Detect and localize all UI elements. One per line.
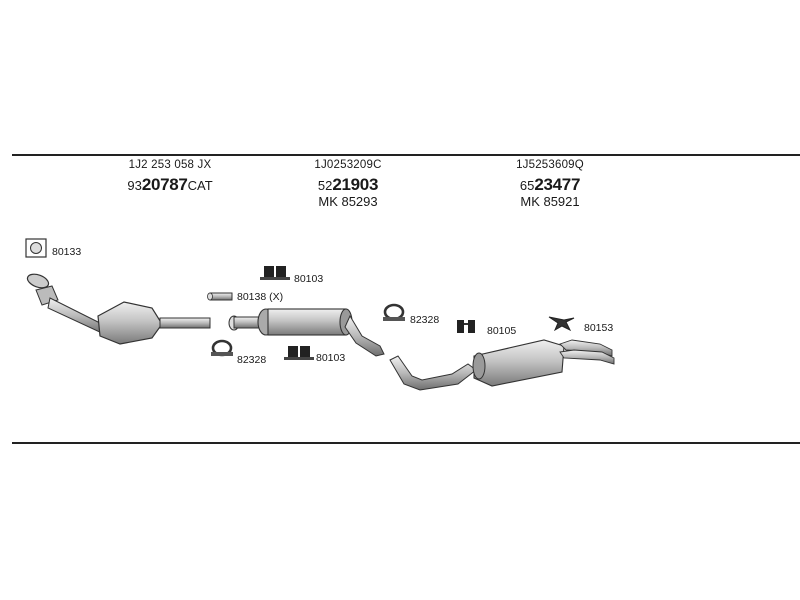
mounting-kit-number: MK 85921 bbox=[520, 193, 580, 209]
mount-base bbox=[260, 277, 290, 280]
sleeve-shape bbox=[209, 292, 233, 301]
catalog-number: 9320787CAT bbox=[95, 176, 245, 193]
oem-number: 1J0253209C bbox=[314, 159, 382, 171]
middle-silencer bbox=[228, 308, 385, 357]
rear-silencer bbox=[389, 339, 615, 391]
rear-silencer-part-header: 1J5253609Q 6523477 MK 85921 bbox=[485, 159, 615, 209]
catalog-suffix: CAT bbox=[187, 177, 213, 193]
catalog-number: 6523477 bbox=[485, 176, 615, 193]
bracket-shape bbox=[548, 316, 575, 332]
mount-block-right bbox=[300, 346, 310, 359]
rear-silencer-body bbox=[473, 339, 565, 387]
catalytic-converter-part-header: 1J2 253 058 JX 9320787CAT bbox=[95, 159, 245, 193]
clamp-part: 82328 bbox=[383, 303, 439, 326]
front-pipe bbox=[47, 297, 105, 335]
rear-silencer-front bbox=[472, 352, 486, 380]
mount-block-right bbox=[468, 320, 475, 333]
catalog-main: 23477 bbox=[534, 174, 581, 194]
bracket-label: 80153 bbox=[584, 322, 613, 334]
catalog-prefix: 93 bbox=[127, 177, 142, 193]
oem-number: 1J5253609Q bbox=[516, 159, 584, 171]
clamp-part: 82328 bbox=[211, 339, 266, 366]
mount-label: 80105 bbox=[487, 325, 516, 337]
catalog-number: 5221903 bbox=[283, 176, 413, 193]
catalytic-converter bbox=[97, 301, 163, 345]
clamp-bolt bbox=[383, 317, 405, 321]
converter-outlet-pipe bbox=[159, 317, 211, 329]
mount-label: 80103 bbox=[294, 273, 323, 285]
clamp-ring bbox=[383, 303, 405, 321]
front-pipe-catalytic-converter bbox=[26, 273, 211, 345]
front-flange bbox=[26, 273, 50, 289]
mounting-kit-number: MK 85293 bbox=[318, 193, 378, 209]
sleeve-end bbox=[207, 292, 213, 301]
mount-block-left bbox=[457, 320, 464, 333]
sleeve-label: 80138 (X) bbox=[237, 291, 283, 303]
catalog-prefix: 52 bbox=[317, 177, 333, 193]
catalog-main: 20787 bbox=[141, 174, 188, 194]
rubber-mount-part: 80103 bbox=[260, 266, 323, 285]
middle-silencer-part-header: 1J0253209C 5221903 MK 85293 bbox=[283, 159, 413, 209]
catalog-prefix: 65 bbox=[519, 177, 535, 193]
oem-number: 1J2 253 058 JX bbox=[128, 159, 212, 171]
clamp-bolt bbox=[211, 352, 233, 356]
gasket-hole bbox=[30, 242, 42, 254]
middle-outlet-pipe bbox=[344, 314, 385, 357]
catalog-main: 21903 bbox=[332, 174, 379, 194]
mount-label: 80103 bbox=[316, 352, 345, 364]
bottom-divider bbox=[12, 442, 800, 444]
tailpipe-lower bbox=[559, 349, 615, 365]
clamp-label: 82328 bbox=[410, 314, 439, 326]
mount-block-right bbox=[276, 266, 286, 279]
mount-block-left bbox=[288, 346, 298, 359]
gasket-label: 80133 bbox=[52, 246, 81, 258]
top-divider bbox=[12, 154, 800, 156]
mount-base bbox=[284, 357, 314, 360]
sleeve-part: 80138 (X) bbox=[207, 291, 283, 303]
clamp-label: 82328 bbox=[237, 354, 266, 366]
gasket-part: 80133 bbox=[25, 238, 81, 258]
rear-inlet-pipe bbox=[389, 355, 477, 391]
mount-block-left bbox=[264, 266, 274, 279]
middle-silencer-body bbox=[267, 308, 347, 336]
rubber-mount-part: 80103 bbox=[284, 346, 345, 364]
rubber-mount-part: 80105 bbox=[457, 320, 516, 337]
bracket-part: 80153 bbox=[548, 316, 613, 334]
